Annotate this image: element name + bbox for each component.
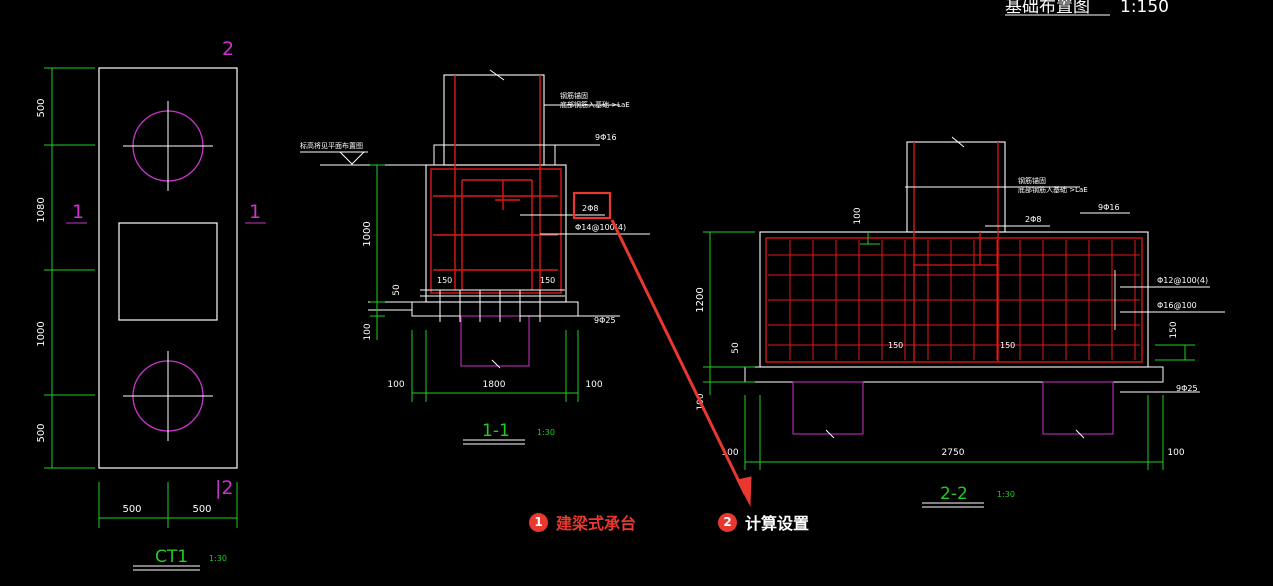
- dim-plan-v4: 500: [36, 423, 47, 442]
- highlight-box-2phi8[interactable]: [572, 191, 612, 220]
- section-1-1: 钢筋锚固 底部钢筋入基础 >LaE 标高将见平面布置图 9Φ16 2Φ8 Φ14…: [300, 69, 650, 445]
- step-1-text: 建梁式承台: [556, 514, 637, 533]
- sec2-rebar-9phi25: 9Φ25: [1176, 384, 1198, 393]
- sec1-rebar-9phi16: 9Φ16: [595, 133, 617, 142]
- dim-plan-v2: 1080: [36, 197, 47, 222]
- sec2-rebar-phi16: Φ16@100: [1157, 301, 1197, 310]
- sec2-title: 2-2: [940, 484, 968, 504]
- sec1-dim-150a: 150: [437, 276, 452, 285]
- dim-plan-h2: 500: [192, 504, 211, 515]
- sec2-rebar-2phi8: 2Φ8: [1025, 215, 1041, 224]
- sec2-dim-b-mid: 2750: [942, 448, 965, 458]
- step-2-badge: 2: [718, 512, 737, 532]
- sec2-dim-150a: 150: [888, 341, 903, 350]
- sec2-rebar-phi12: Φ12@100(4): [1157, 276, 1208, 285]
- plan-view-ct1: 2 1 1 |2 500 1080 1000 500 500 500 CT1: [36, 38, 266, 571]
- plan-title: CT1: [155, 547, 188, 567]
- sec2-dim-100-top: 100: [853, 207, 863, 224]
- step-2-label[interactable]: 2 计算设置: [718, 510, 809, 534]
- section-2-2: 钢筋锚固 底部钢筋入基础 >LaE 9Φ16 2Φ8 Φ12@100(4) Φ1…: [695, 136, 1225, 508]
- sec1-dim-b-right: 100: [585, 380, 602, 390]
- header-title: 基础布置图: [1005, 0, 1090, 17]
- step-1-label[interactable]: 1 建梁式承台: [529, 510, 636, 534]
- section-mark-left: 1: [72, 201, 84, 223]
- sec2-dim-b-right: 100: [1167, 448, 1184, 458]
- sec1-dim-150b: 150: [540, 276, 555, 285]
- sec1-dim-b-mid: 1800: [483, 380, 506, 390]
- sec1-dim-b-left: 100: [387, 380, 404, 390]
- sec2-dim-b-left: 100: [721, 448, 738, 458]
- header-scale: 1:150: [1120, 0, 1169, 17]
- sec1-title: 1-1: [482, 421, 510, 441]
- sec2-note-anchor: 钢筋锚固: [1018, 176, 1046, 185]
- section-mark-top: 2: [222, 38, 234, 60]
- sec1-note-anchor2: 底部钢筋入基础 >LaE: [560, 100, 630, 109]
- sec2-dim-150-right: 150: [1169, 321, 1179, 338]
- sec1-dim-100: 100: [363, 323, 373, 340]
- sec2-dim-150b: 150: [1000, 341, 1015, 350]
- section-mark-right: 1: [249, 201, 261, 223]
- sec2-rebar-9phi16: 9Φ16: [1098, 203, 1120, 212]
- dim-plan-h1: 500: [122, 504, 141, 515]
- sec2-dim-50: 50: [731, 342, 741, 354]
- sec1-rebar-9phi25: 9Φ25: [594, 316, 616, 325]
- sec2-scale: 1:30: [997, 490, 1015, 499]
- annotation-arrow: [610, 219, 752, 507]
- sec1-note-anchor: 钢筋锚固: [560, 91, 588, 100]
- dim-plan-v1: 500: [36, 98, 47, 117]
- sec2-rebar-grid: [768, 240, 1140, 360]
- sec2-dim-1200: 1200: [695, 287, 706, 312]
- step-2-text: 计算设置: [745, 514, 810, 533]
- dim-plan-v3: 1000: [36, 321, 47, 346]
- sec1-rebar-phi14: Φ14@100(4): [575, 223, 626, 232]
- sec1-rebar-2phi8: 2Φ8: [582, 204, 598, 213]
- section-mark-bottom: |2: [215, 477, 234, 499]
- sec1-dim-50: 50: [392, 284, 402, 296]
- sec2-note-anchor2: 底部钢筋入基础 >LaE: [1018, 185, 1088, 194]
- sec1-note-elevation: 标高将见平面布置图: [300, 141, 363, 150]
- drawing-header: 基础布置图 1:150: [1005, 0, 1169, 17]
- plan-scale: 1:30: [209, 554, 227, 563]
- sec1-scale: 1:30: [537, 428, 555, 437]
- step-1-badge: 1: [529, 512, 548, 532]
- sec1-dim-1000: 1000: [362, 221, 373, 246]
